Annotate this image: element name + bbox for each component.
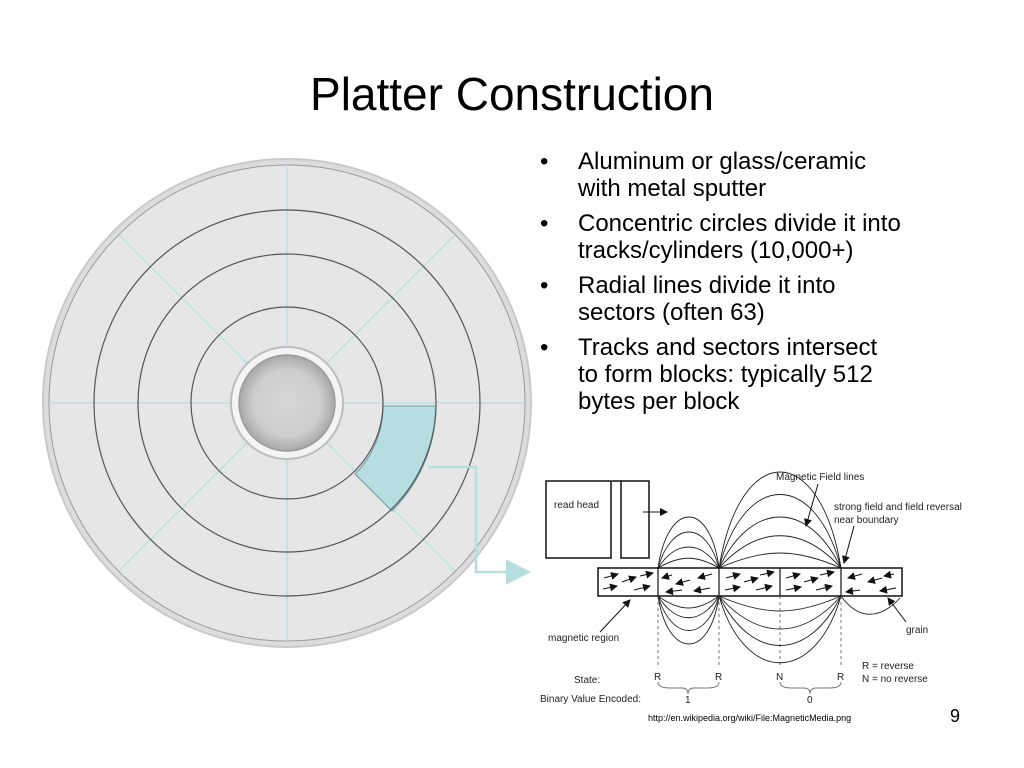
- bullet-list: Aluminum or glass/ceramic with metal spu…: [534, 148, 974, 423]
- magnetic-media-diagram: read head Magnetic Field lines strong fi…: [540, 471, 962, 706]
- zoom-arrow: [428, 465, 531, 585]
- bullet-item: Tracks and sectors intersect to form blo…: [534, 334, 974, 415]
- field-lines-lower: [657, 595, 901, 664]
- bit-braces: [657, 681, 842, 695]
- slide-title: Platter Construction: [310, 68, 714, 120]
- spindle-hub: [238, 354, 336, 452]
- field-lines-label: Magnetic Field lines: [776, 472, 864, 483]
- bullet-item: Aluminum or glass/ceramic with metal spu…: [534, 148, 974, 202]
- binary-label: Binary Value Encoded:: [540, 694, 641, 705]
- image-source-link[interactable]: http://en.wikipedia.org/wiki/File:Magnet…: [648, 713, 852, 723]
- strong-field-label: strong field and field reversal: [834, 502, 962, 513]
- track-circles: [93, 209, 481, 597]
- bullet-line: Aluminum or glass/ceramic: [578, 148, 867, 175]
- state-value: R: [715, 672, 722, 683]
- legend-reverse: R = reverse: [862, 661, 914, 672]
- media-strip: [597, 567, 903, 597]
- state-label: State:: [574, 675, 600, 686]
- page-number: 9: [950, 706, 961, 726]
- bullet-line: sectors (often 63): [578, 299, 765, 326]
- bit-value: 0: [807, 695, 813, 706]
- state-value: N: [776, 672, 783, 683]
- strong-field-label: near boundary: [834, 515, 899, 526]
- platter-diagram: [42, 158, 532, 648]
- legend-no-reverse: N = no reverse: [862, 674, 928, 685]
- grain-label: grain: [906, 625, 928, 636]
- state-guides: [657, 596, 842, 668]
- region-boundaries: [657, 568, 842, 596]
- bullet-line: Concentric circles divide it into: [578, 210, 901, 237]
- bit-value: 1: [685, 695, 691, 706]
- field-lines-upper: [657, 471, 842, 569]
- bullet-line: Radial lines divide it into: [578, 272, 836, 299]
- bullet-item: Concentric circles divide it into tracks…: [534, 210, 974, 264]
- state-value: R: [654, 672, 661, 683]
- read-head-gap: [620, 480, 650, 559]
- bullet-line: to form blocks: typically 512: [578, 361, 873, 388]
- state-value: R: [837, 672, 844, 683]
- bullet-item: Radial lines divide it into sectors (oft…: [534, 272, 974, 326]
- bullet-line: tracks/cylinders (10,000+): [578, 237, 854, 264]
- grains: [602, 569, 897, 596]
- read-head-label: read head: [554, 500, 599, 511]
- bullet-line: Tracks and sectors intersect: [578, 334, 878, 361]
- bullet-line: bytes per block: [578, 388, 740, 415]
- magnetic-region-label: magnetic region: [548, 633, 619, 644]
- read-head-box: [545, 480, 612, 559]
- bullet-line: with metal sputter: [578, 175, 767, 202]
- callout-pointers: [599, 483, 907, 633]
